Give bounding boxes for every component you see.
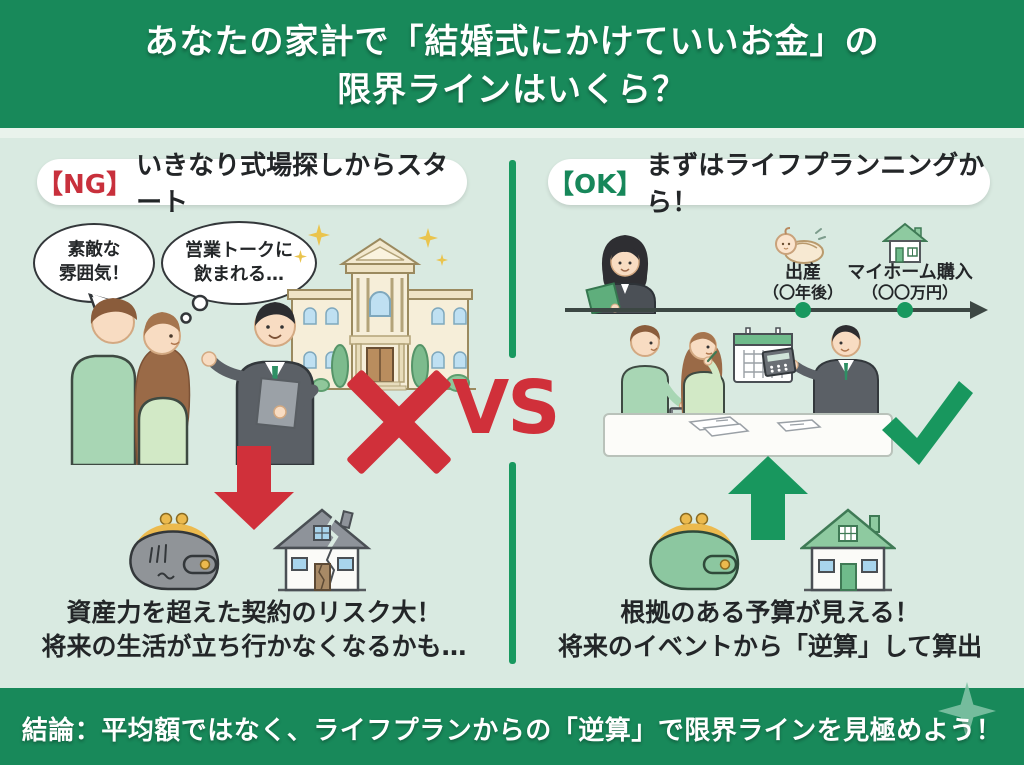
down-arrow-icon: [214, 446, 294, 530]
conclusion-banner: 結論：平均額ではなく、ライフプランからの「逆算」で限界ラインを見極めよう！: [0, 682, 1024, 765]
pen: [706, 350, 718, 363]
healthy-purse-icon: [649, 512, 740, 591]
conclusion-text: 結論：平均額ではなく、ライフプランからの「逆算」で限界ラインを見極めよう！: [21, 716, 1003, 746]
speech-bubble-nice-atmosphere: 素敵な 雰囲気！: [33, 223, 155, 303]
salesman-clipboard: [255, 377, 301, 430]
bride-body: [137, 396, 189, 465]
ng-badge: 【NG】: [37, 169, 133, 200]
ng-heading-text: いきなり式場探しからスタート: [136, 151, 449, 218]
timeline-dot-birth: [795, 302, 811, 318]
tree: [331, 344, 349, 388]
sparkle-icon: [418, 228, 438, 248]
calculator-held-icon: [761, 347, 797, 377]
broken-house-icon: [272, 508, 372, 592]
header-title-line1: あなたの家計で「結婚式にかけていいお金」の: [144, 22, 880, 62]
empty-purse-icon: [129, 512, 220, 591]
panel-divider-top: [509, 160, 516, 358]
wife-body: [683, 370, 725, 415]
thought-bubble-sales-talk: 営業トークに 飲まれる…: [161, 221, 317, 305]
timeline-event2-title: マイホーム購入: [847, 262, 973, 283]
cross-mark-icon: [347, 370, 451, 474]
couple-salesman-illustration: [70, 298, 319, 465]
baby-icon: [775, 227, 826, 264]
life-plan-timeline: [565, 301, 988, 319]
timeline-event1-note: （〇年後）: [762, 283, 843, 302]
ok-heading-text: まずはライフプランニングから！: [646, 151, 985, 218]
healthy-house-icon: [800, 508, 896, 592]
ok-caption: 根拠のある予算が見える！ 将来のイベントから「逆算」して算出: [534, 596, 1006, 664]
check-mark-icon: [882, 381, 973, 465]
footer-sparkle-icon: [938, 682, 996, 740]
groom-body: [70, 354, 137, 465]
up-arrow-icon: [728, 456, 808, 540]
sparkle-icon: [308, 224, 330, 246]
header-title-line2: 限界ラインはいくら？: [337, 70, 687, 110]
ng-caption: 資産力を超えた契約のリスク大！ 将来の生活が立ち行かなくなるかも…: [18, 596, 490, 664]
ok-caption-line2: 将来のイベントから「逆算」して算出: [557, 632, 983, 661]
timeline-event2-note: （〇〇万円）: [861, 283, 958, 302]
sparkle-icon: [294, 250, 307, 263]
ok-caption-line1: 根拠のある予算が見える！: [620, 598, 920, 627]
timeline-arrowhead: [970, 301, 988, 319]
timeline-event1-title: 出産: [785, 262, 821, 283]
ng-caption-line1: 資産力を超えた契約のリスク大！: [66, 598, 442, 627]
wedding-venue-illustration: [284, 237, 476, 392]
my-home-icon: [882, 222, 928, 263]
vs-label: VS: [452, 365, 561, 451]
planning-meeting-illustration: [603, 325, 893, 457]
ok-badge: 【OK】: [548, 169, 643, 200]
meeting-table: [603, 413, 893, 457]
timeline-dot-home: [897, 302, 913, 318]
header-banner: あなたの家計で「結婚式にかけていいお金」の 限界ラインはいくら？: [0, 0, 1024, 128]
thought-bubble-dots: [180, 294, 209, 324]
panel-divider-bottom: [509, 462, 516, 664]
ng-heading-pill: 【NG】 いきなり式場探しからスタート: [37, 151, 467, 218]
header-divider-strip: [0, 128, 1024, 138]
ok-heading-pill: 【OK】 まずはライフプランニングから！: [548, 151, 990, 218]
husband-body: [621, 364, 669, 417]
ng-caption-line2: 将来の生活が立ち行かなくなるかも…: [41, 632, 467, 661]
sparkle-icon: [436, 254, 448, 266]
